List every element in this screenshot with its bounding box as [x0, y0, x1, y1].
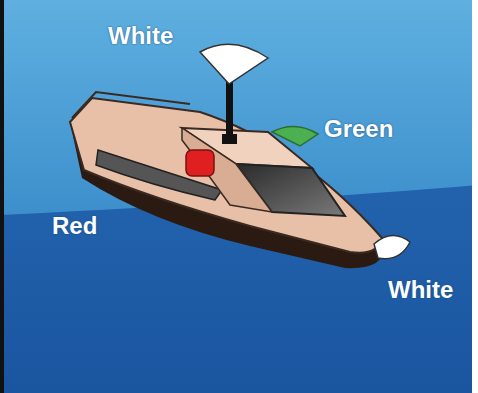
green-sidelight: [272, 126, 318, 146]
bow-light: [374, 235, 410, 258]
mast-base: [222, 134, 237, 144]
mast: [226, 78, 233, 140]
light-label: White: [388, 276, 453, 304]
sky: [0, 0, 478, 215]
light-label: Green: [324, 115, 393, 143]
masthead-light: [200, 44, 268, 84]
railing: [72, 92, 190, 118]
red-sidelight: [186, 150, 214, 176]
left-border: [0, 0, 4, 393]
side-window: [96, 150, 222, 200]
light-label: Red: [52, 212, 97, 240]
right-margin: [472, 0, 478, 393]
light-label: White: [108, 22, 173, 50]
cabin-side: [182, 128, 272, 212]
